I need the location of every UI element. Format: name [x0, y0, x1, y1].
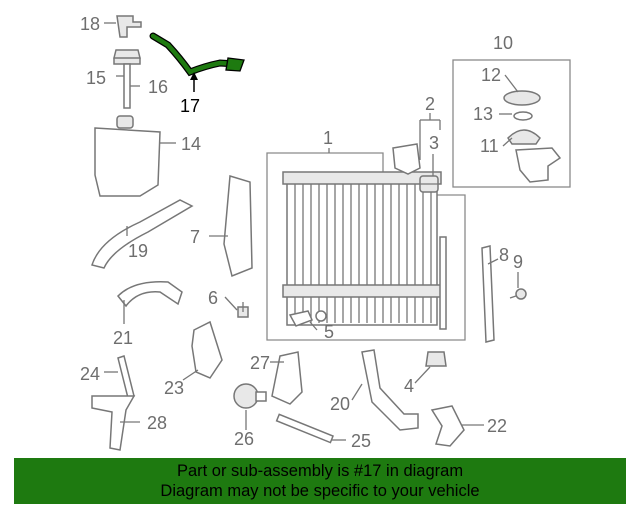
callout-5: 5	[324, 322, 334, 342]
callout-24: 24	[80, 364, 100, 384]
overflow-hose-highlighted	[149, 32, 245, 77]
callout-28: 28	[147, 413, 167, 433]
parts-diagram: 18 15 16 17 14 19 7 6 21 24 23 28 27 26 …	[80, 14, 571, 451]
callout-27: 27	[250, 353, 270, 373]
callout-11: 11	[480, 136, 499, 156]
cap-gasket	[513, 111, 533, 121]
callout-19: 19	[128, 241, 148, 261]
radiator-cap	[503, 90, 541, 106]
callout-25: 25	[351, 431, 371, 451]
callout-13: 13	[473, 104, 493, 124]
bypass-hose	[117, 355, 135, 399]
hose-joint	[116, 15, 142, 38]
callout-21: 21	[113, 328, 133, 348]
thermostat-housing	[233, 383, 267, 409]
callout-26: 26	[234, 429, 254, 449]
clip	[509, 288, 527, 300]
lower-mount-cushion	[425, 351, 447, 367]
radiator	[282, 171, 447, 330]
banner-line-2: Diagram may not be specific to your vehi…	[160, 482, 480, 500]
reserve-tank	[94, 127, 161, 197]
callout-16: 16	[148, 77, 168, 97]
hose-clamp-bracket	[271, 351, 303, 405]
hose-bracket	[91, 395, 136, 451]
lower-bracket	[430, 405, 465, 447]
reserve-tank-hose	[123, 63, 131, 109]
filler-neck-cap	[507, 129, 541, 145]
callout-4: 4	[404, 376, 414, 396]
callout-14: 14	[181, 134, 201, 154]
filler-neck	[515, 147, 562, 183]
fan-shroud	[223, 175, 253, 278]
callout-20: 20	[330, 394, 350, 414]
callout-2: 2	[425, 94, 435, 114]
callout-23: 23	[164, 378, 184, 398]
callout-9: 9	[513, 252, 523, 272]
banner-line-1: Part or sub-assembly is #17 in diagram	[176, 462, 464, 480]
callout-15: 15	[86, 68, 106, 88]
lower-radiator-hose	[116, 281, 183, 308]
callout-3: 3	[429, 133, 439, 153]
lower-hose	[361, 349, 419, 431]
upper-radiator-hose	[91, 199, 194, 269]
callout-1: 1	[323, 128, 333, 148]
callout-7: 7	[190, 227, 200, 247]
callout-18: 18	[80, 14, 100, 34]
callout-10: 10	[493, 33, 513, 53]
upper-mount-cushion	[419, 175, 439, 193]
callout-6: 6	[208, 288, 218, 308]
reserve-tank-cap	[116, 115, 134, 129]
reserve-tank-cap-top	[113, 49, 141, 65]
water-hose	[275, 413, 334, 444]
callout-8: 8	[499, 245, 509, 265]
drain-plug	[288, 310, 327, 327]
bolt	[237, 302, 249, 318]
water-outlet	[191, 320, 223, 379]
side-seal	[481, 245, 495, 343]
callout-17: 17	[180, 96, 200, 116]
info-banner: Part or sub-assembly is #17 in diagram D…	[14, 458, 626, 504]
upper-mount-bracket	[392, 143, 421, 175]
callout-22: 22	[487, 416, 507, 436]
callout-12: 12	[481, 65, 501, 85]
cap-group-box	[452, 59, 571, 188]
